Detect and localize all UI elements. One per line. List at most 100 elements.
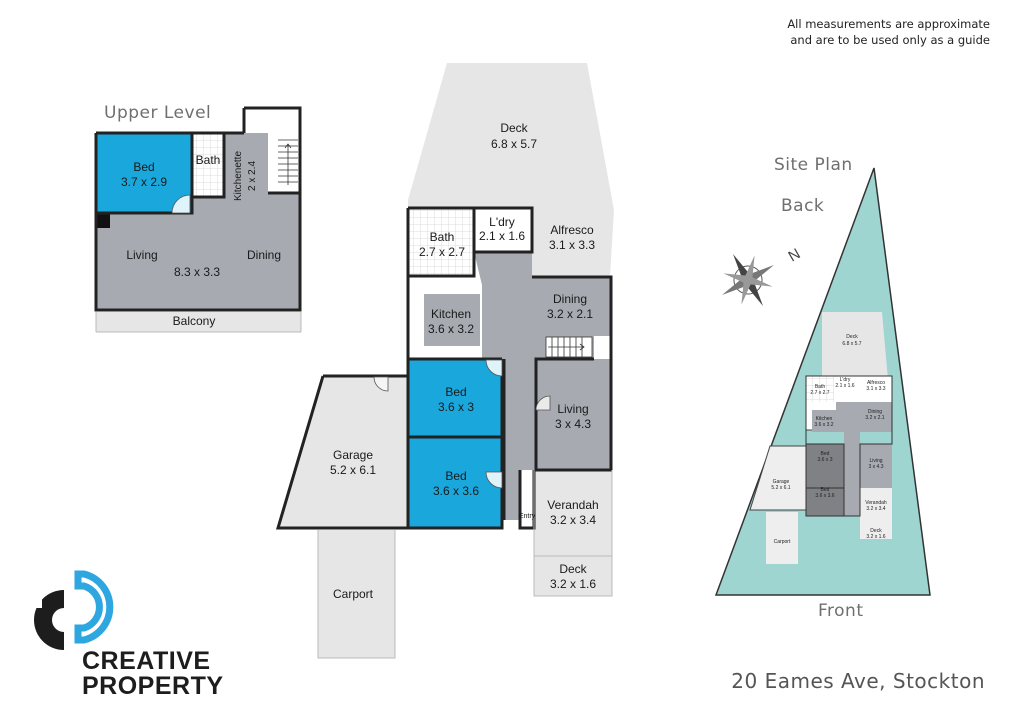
hallway-dining xyxy=(474,252,611,520)
bath-size: 2.7 x 2.7 xyxy=(419,245,465,259)
site-bath xyxy=(806,376,834,402)
upper-bed xyxy=(96,133,192,213)
laundry xyxy=(474,208,532,252)
dining-size: 3.2 x 2.1 xyxy=(547,307,593,321)
site-bath-label: Bath xyxy=(815,384,826,390)
garage-label: Garage xyxy=(333,448,373,462)
site-hall xyxy=(844,432,860,516)
disclaimer-line-2: and are to be used only as a guide xyxy=(790,33,990,47)
site-living-label: Living xyxy=(869,458,882,464)
bed-1-door-swing xyxy=(485,359,503,377)
site-laundry-label: L'dry xyxy=(840,377,851,383)
upper-stairs xyxy=(278,139,298,185)
site-kitchen-size: 3.6 x 3.2 xyxy=(814,422,833,428)
property-address: 20 Eames Ave, Stockton xyxy=(731,669,985,693)
upper-bed-door-swing xyxy=(171,194,191,214)
garage-door-swing xyxy=(373,376,389,392)
site-plan-heading: Site Plan xyxy=(774,155,853,175)
front-deck-label: Deck xyxy=(559,562,587,576)
bed-2-label: Bed xyxy=(445,469,466,483)
alfresco-size: 3.1 x 3.3 xyxy=(549,238,595,252)
upper-walls xyxy=(94,106,302,312)
site-kitchen xyxy=(812,410,836,432)
rear-deck-label: Deck xyxy=(500,121,528,135)
brand-line-2: PROPERTY xyxy=(82,672,224,700)
bed-2 xyxy=(408,437,502,528)
site-bath-size: 2.7 x 2.7 xyxy=(810,390,829,396)
kitchen xyxy=(424,294,480,346)
site-rear-deck xyxy=(822,312,888,380)
upper-balcony-label: Balcony xyxy=(173,314,216,328)
upper-bath xyxy=(192,133,224,197)
creative-property-logo-icon xyxy=(22,570,114,650)
site-dining xyxy=(836,402,892,432)
dining-label: Dining xyxy=(553,292,587,306)
living-size: 3 x 4.3 xyxy=(555,417,591,431)
site-bed-1-label: Bed xyxy=(821,451,830,457)
compass-north-letter: N xyxy=(786,245,804,265)
disclaimer: All measurements are approximate and are… xyxy=(700,16,990,48)
site-plan-back-label: Back xyxy=(781,196,825,216)
site-front-deck-label: Deck xyxy=(870,528,882,534)
upper-kitchenette-size: 2 x 2.4 xyxy=(247,161,258,191)
upper-kitchenette xyxy=(224,133,268,197)
upper-kitchenette-label: Kitchenette xyxy=(233,151,244,201)
site-plan-front-label: Front xyxy=(818,601,864,621)
rear-deck xyxy=(408,63,614,277)
site-verandah-deck xyxy=(860,488,892,539)
entry-label: Entry xyxy=(519,513,536,520)
ground-bath xyxy=(408,208,474,276)
verandah xyxy=(534,470,612,556)
laundry-label: L'dry xyxy=(489,215,515,229)
upper-stairwell xyxy=(268,133,300,193)
carport-label: Carport xyxy=(333,587,374,601)
upper-balcony xyxy=(96,312,301,332)
ground-walls xyxy=(275,206,613,530)
alfresco-label: Alfresco xyxy=(550,223,594,237)
site-front-deck-size: 3.2 x 1.6 xyxy=(866,534,885,540)
site-bed-1-size: 3.6 x 3 xyxy=(817,457,832,463)
site-bed-2-label: Bed xyxy=(821,487,830,493)
upper-bed-label: Bed xyxy=(133,160,154,174)
upper-level-heading: Upper Level xyxy=(104,103,212,123)
brand-name: CREATIVE PROPERTY xyxy=(82,649,224,699)
bed-1 xyxy=(408,359,502,437)
rear-deck-size: 6.8 x 5.7 xyxy=(491,137,537,151)
compass-rose-icon xyxy=(722,254,774,306)
site-garage-size: 5.2 x 6.1 xyxy=(771,485,790,491)
site-bed-2 xyxy=(806,488,844,516)
site-deck-label: Deck xyxy=(846,334,858,340)
kitchen-label: Kitchen xyxy=(431,307,471,321)
site-alfresco-label: Alfresco xyxy=(867,380,885,386)
bath-label: Bath xyxy=(430,230,455,244)
ground-stairs xyxy=(545,336,593,358)
site-dining-label: Dining xyxy=(868,409,882,415)
outdoor-outlines xyxy=(317,470,613,659)
site-bed-1 xyxy=(806,444,844,488)
brand-line-1: CREATIVE xyxy=(82,647,211,675)
site-living xyxy=(860,444,892,488)
site-verandah-size: 3.2 x 3.4 xyxy=(866,506,885,512)
laundry-size: 2.1 x 1.6 xyxy=(479,229,525,243)
site-deck-size: 6.8 x 5.7 xyxy=(842,341,861,347)
bed-1-size: 3.6 x 3 xyxy=(438,400,474,414)
kitchen-size: 3.6 x 3.2 xyxy=(428,322,474,336)
site-alfresco-size: 3.1 x 3.3 xyxy=(866,386,885,392)
site-verandah-label: Verandah xyxy=(865,500,887,506)
upper-dining-label: Dining xyxy=(247,248,281,262)
site-carport-label: Carport xyxy=(774,539,791,545)
living-label: Living xyxy=(557,402,588,416)
bed-2-door-swing xyxy=(485,471,503,489)
upper-level-plan xyxy=(94,106,302,333)
verandah-label: Verandah xyxy=(547,498,598,512)
garage xyxy=(278,376,407,528)
disclaimer-line-1: All measurements are approximate xyxy=(787,17,990,31)
site-garage xyxy=(749,445,807,511)
verandah-size: 3.2 x 3.4 xyxy=(550,513,596,527)
site-plan: Deck 6.8 x 5.7 Bath 2.7 x 2.7 L'dry 2.1 … xyxy=(714,167,931,596)
site-living-size: 3 x 4.3 xyxy=(868,464,883,470)
garage-size: 5.2 x 6.1 xyxy=(330,463,376,477)
site-kitchen-label: Kitchen xyxy=(816,416,833,422)
carport xyxy=(318,530,395,658)
upper-bed-size: 3.7 x 2.9 xyxy=(121,175,167,189)
